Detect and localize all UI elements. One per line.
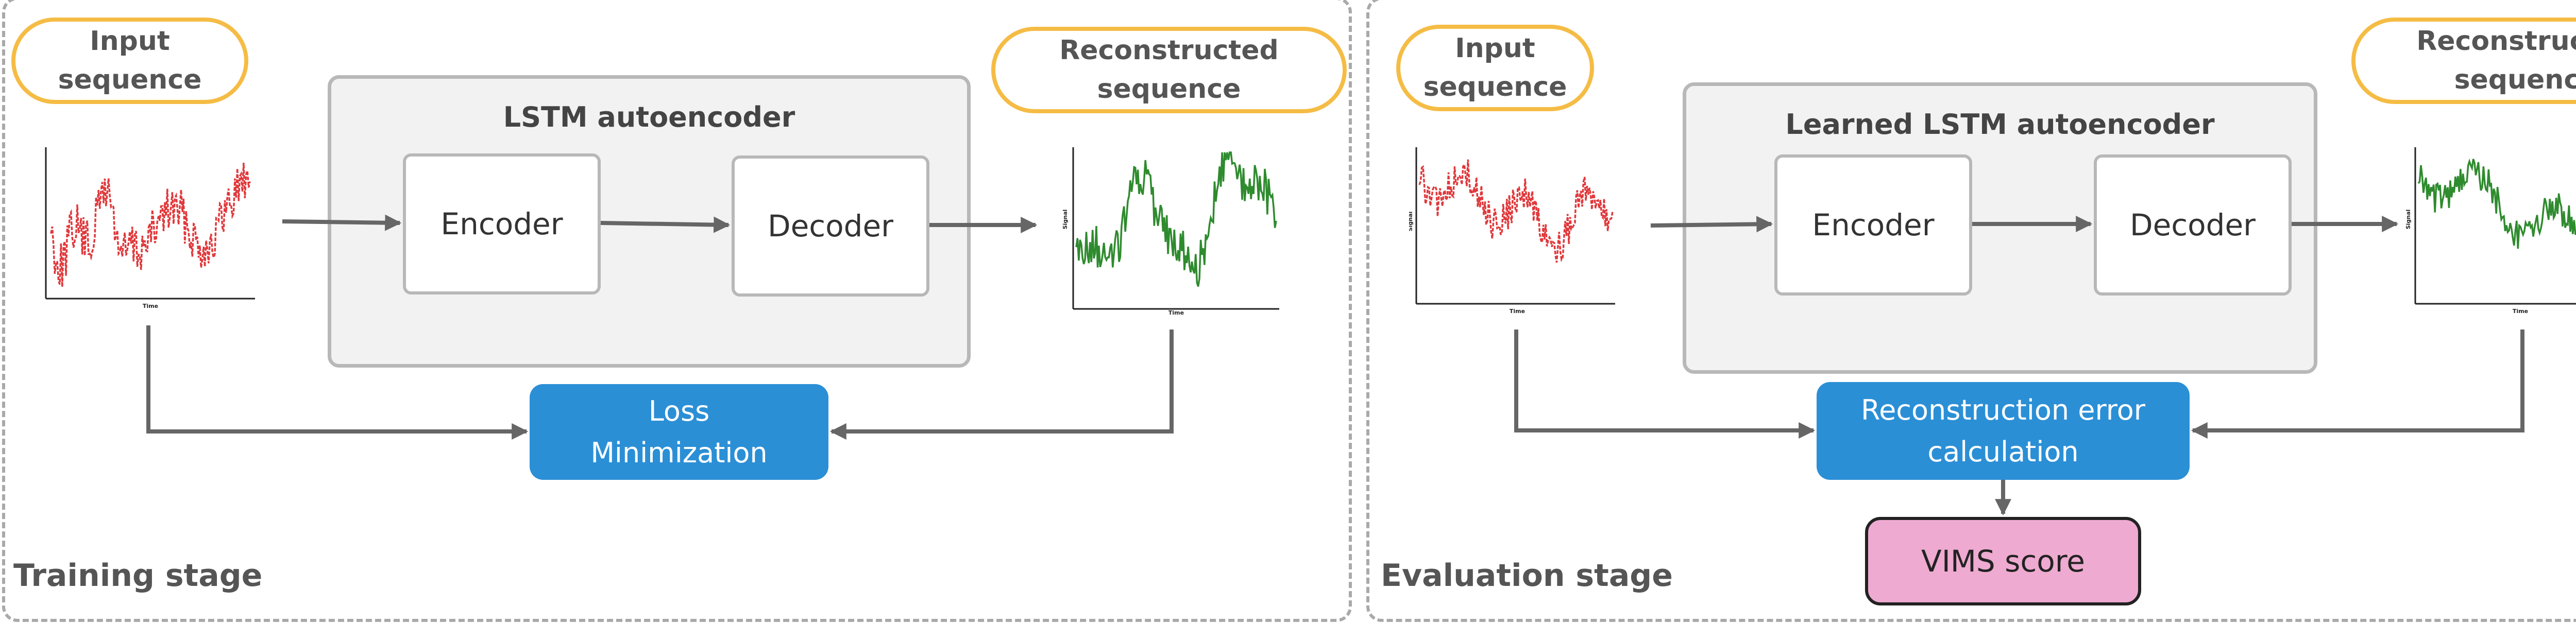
training-reconstructed-xlabel: Time xyxy=(1168,309,1184,316)
reconstruction-error-box: Reconstruction error calculation xyxy=(1817,382,2190,480)
arrow-encoder-to-decoder xyxy=(600,216,731,233)
arrow-input-to-encoder xyxy=(282,214,402,231)
evaluation-autoencoder-title: Learned LSTM autoencoder xyxy=(1785,108,2215,141)
evaluation-input-ylabel: Signal xyxy=(1409,212,1414,232)
evaluation-stage-label: Evaluation stage xyxy=(1381,558,1673,594)
training-input-signal-line xyxy=(50,163,251,287)
arrow-eval-output-to-error xyxy=(2191,330,2524,439)
training-decoder-block: Decoder xyxy=(732,155,929,297)
vims-score-box: VIMS score xyxy=(1865,517,2141,605)
training-input-xlabel: Time xyxy=(143,303,158,309)
evaluation-reconstructed-ylabel: Signal xyxy=(2405,210,2412,230)
evaluation-input-signal-line xyxy=(1418,159,1614,263)
evaluation-reconstructed-sequence-label: Reconstructed sequence xyxy=(2351,18,2576,104)
training-reconstructed-signal-plot: Time Signal xyxy=(1062,147,1279,316)
training-reconstructed-ylabel: Signal xyxy=(1062,210,1069,230)
training-input-signal-plot: Time xyxy=(45,147,255,309)
training-autoencoder-title: LSTM autoencoder xyxy=(503,101,795,133)
arrow-eval-input-to-encoder xyxy=(1650,216,1773,233)
arrow-input-to-loss xyxy=(146,325,529,440)
evaluation-input-xlabel: Time xyxy=(1510,308,1525,315)
training-reconstructed-sequence-label: Reconstructed sequence xyxy=(991,27,1347,113)
training-encoder-block: Encoder xyxy=(403,153,601,294)
evaluation-reconstructed-xlabel: Time xyxy=(2513,308,2528,315)
evaluation-decoder-block: Decoder xyxy=(2094,154,2292,296)
loss-minimization-box: Loss Minimization xyxy=(530,384,828,480)
evaluation-input-signal-plot: Time Signal xyxy=(1409,147,1615,315)
training-input-sequence-label: Input sequence xyxy=(11,18,248,104)
training-stage-label: Training stage xyxy=(13,558,263,594)
evaluation-reconstructed-signal-line xyxy=(2417,158,2576,249)
arrow-eval-input-to-error xyxy=(1514,330,1816,439)
evaluation-stage-frame xyxy=(1366,0,2576,622)
evaluation-reconstructed-signal-plot: Time Signal xyxy=(2405,147,2576,315)
evaluation-input-sequence-label: Input sequence xyxy=(1396,25,1594,111)
training-stage-frame xyxy=(2,0,1352,622)
training-reconstructed-signal-line xyxy=(1075,151,1277,287)
arrow-output-to-loss xyxy=(829,330,1174,440)
evaluation-encoder-block: Encoder xyxy=(1774,154,1972,296)
